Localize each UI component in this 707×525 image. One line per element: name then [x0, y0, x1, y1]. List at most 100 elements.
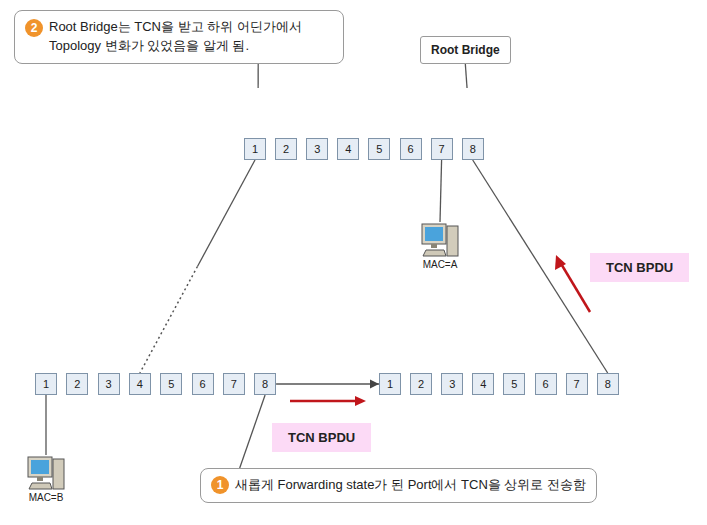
port-box: 4 — [129, 373, 151, 395]
port-number: 5 — [511, 378, 517, 390]
port-box: 5 — [368, 138, 390, 160]
switch-side-face — [487, 88, 525, 190]
port-number: 6 — [407, 143, 413, 155]
pc-keyboard — [423, 250, 446, 256]
callout-text: Root Bridge는 TCN을 받고 하위 어딘가에서 Topology 변… — [49, 18, 333, 56]
port-number: 6 — [542, 378, 548, 390]
port-number: 3 — [314, 143, 320, 155]
port-box: 2 — [66, 373, 88, 395]
port-box: 3 — [306, 138, 328, 160]
link-line — [473, 160, 608, 373]
link-line — [240, 395, 265, 468]
switch: 1 2 3 4 5 6 7 8 — [220, 88, 525, 190]
arrowhead — [370, 380, 379, 389]
pc-tower — [447, 226, 458, 256]
pc-stand — [431, 244, 437, 248]
switch-body — [358, 322, 668, 412]
port-box: 6 — [192, 373, 214, 395]
port-number: 1 — [43, 378, 49, 390]
switch-side-face — [628, 322, 668, 412]
port-box: 8 — [462, 138, 484, 160]
pc-screen — [425, 227, 443, 241]
connector — [140, 160, 255, 373]
switch-body — [12, 322, 327, 412]
link-line — [257, 64, 258, 88]
pc-screen — [31, 460, 49, 474]
pc-keyboard — [29, 483, 52, 489]
pc-host: MAC=B — [18, 455, 74, 503]
port-number: 5 — [376, 143, 382, 155]
port-box: 7 — [223, 373, 245, 395]
pc-stand — [37, 477, 43, 481]
port-number: 3 — [106, 378, 112, 390]
callout-text: 새롭게 Forwarding state가 된 Port에서 TCN을 상위로 … — [235, 476, 586, 495]
pc-tower — [53, 459, 64, 489]
callout-bubble: 2 Root Bridge는 TCN을 받고 하위 어딘가에서 Topology … — [14, 10, 344, 64]
port-box: 6 — [535, 373, 557, 395]
root-bridge-label: Root Bridge — [420, 36, 511, 64]
port-number: 8 — [470, 143, 476, 155]
port-box: 5 — [503, 373, 525, 395]
switch-side-face — [287, 322, 327, 412]
pc-monitor — [28, 457, 52, 477]
switch: 12345678 — [12, 322, 327, 412]
port-number: 4 — [137, 378, 143, 390]
port-box: 2 — [275, 138, 297, 160]
link-line — [276, 383, 379, 384]
link-line — [465, 64, 467, 88]
port-box: 3 — [98, 373, 120, 395]
red-arrowhead — [555, 255, 566, 270]
connector — [440, 160, 442, 222]
port-box: 7 — [431, 138, 453, 160]
port-box: 1 — [244, 138, 266, 160]
pc-icon — [420, 222, 460, 258]
connector — [473, 160, 608, 373]
port-number: 4 — [345, 143, 351, 155]
port-box: 7 — [566, 373, 588, 395]
switch-front-face — [358, 348, 628, 412]
port-number: 7 — [574, 378, 580, 390]
callout-number: 1 — [211, 476, 229, 494]
bpdu-label-box: TCN BPDU — [272, 423, 371, 452]
blocked-link-line — [140, 267, 198, 374]
link-line — [440, 160, 442, 222]
switch: 1 2 3 4 5 6 7 8 — [358, 322, 668, 412]
port-box: 8 — [254, 373, 276, 395]
connector — [465, 64, 467, 88]
port-number: 2 — [283, 143, 289, 155]
pc-icon — [26, 455, 66, 491]
port-number: 8 — [605, 378, 611, 390]
port-box: 2 — [410, 373, 432, 395]
port-box: 4 — [337, 138, 359, 160]
port-box: 6 — [400, 138, 422, 160]
port-number: 7 — [231, 378, 237, 390]
port-number: 1 — [387, 378, 393, 390]
port-number: 2 — [74, 378, 80, 390]
port-box: 1 — [35, 373, 57, 395]
port-number: 8 — [262, 378, 268, 390]
bpdu-label-box: TCN BPDU — [590, 253, 689, 282]
callout-number: 2 — [25, 19, 43, 37]
port-box: 1 — [379, 373, 401, 395]
pc-monitor — [422, 224, 446, 244]
pc-host: MAC=A — [416, 222, 464, 270]
switch-front-face — [12, 348, 287, 412]
bpdu-text: TCN BPDU — [288, 430, 355, 445]
callout-bubble: 1 새롭게 Forwarding state가 된 Port에서 TCN을 상위로… — [200, 468, 597, 503]
port-box: 4 — [472, 373, 494, 395]
port-number: 6 — [199, 378, 205, 390]
switch-top-face — [12, 322, 327, 348]
port-box: 8 — [597, 373, 619, 395]
connector — [46, 395, 47, 455]
switch-front-face — [220, 128, 487, 190]
port-number: 3 — [449, 378, 455, 390]
port-number: 7 — [439, 143, 445, 155]
root-bridge-text: Root Bridge — [431, 43, 500, 57]
port-number: 1 — [252, 143, 258, 155]
red-arrow — [290, 400, 358, 403]
red-arrowhead — [355, 396, 366, 406]
connector — [258, 64, 259, 88]
port-box: 3 — [441, 373, 463, 395]
mac-label: MAC=A — [423, 259, 458, 270]
